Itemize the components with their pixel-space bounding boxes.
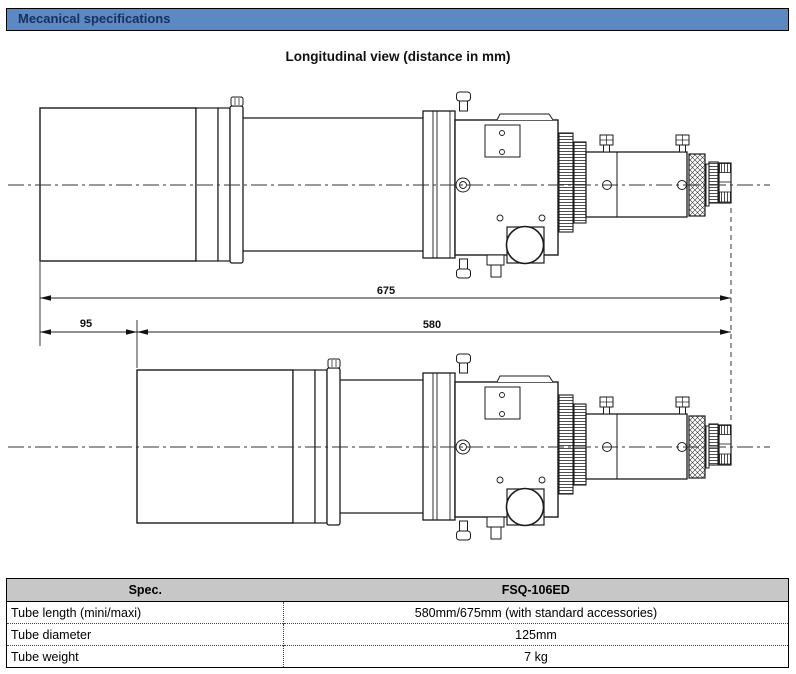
telescope-extended-view [8, 91, 770, 279]
spec-col-header: Spec. [6, 578, 284, 602]
table-row: Tube length (mini/maxi) 580mm/675mm (wit… [6, 601, 789, 624]
dim-label-dew-shield-travel: 95 [80, 318, 92, 330]
dim-label-total-length: 675 [377, 285, 395, 297]
diagram-title: Longitudinal view (distance in mm) [285, 49, 511, 64]
spec-table-container: Spec. FSQ-106ED Tube length (mini/maxi) … [6, 578, 789, 668]
spec-row-label: Tube weight [6, 645, 284, 668]
spec-row-label: Tube length (mini/maxi) [6, 601, 284, 624]
spec-row-label: Tube diameter [6, 623, 284, 646]
dimension-lines [39, 208, 732, 420]
spec-row-value: 580mm/675mm (with standard accessories) [414, 605, 658, 620]
section-header-bar: Mecanical specifications [6, 8, 789, 31]
table-row: Tube diameter 125mm [6, 623, 789, 646]
dim-label-retracted-length: 580 [423, 319, 441, 331]
telescope-retracted-view [8, 353, 770, 541]
spec-table-header-row: Spec. FSQ-106ED [6, 578, 789, 602]
telescope-drawings [8, 91, 770, 541]
spec-table: Spec. FSQ-106ED Tube length (mini/maxi) … [6, 578, 789, 668]
table-row: Tube weight 7 kg [6, 645, 789, 668]
spec-row-value: 125mm [283, 623, 789, 646]
model-col-header: FSQ-106ED [283, 578, 789, 602]
spec-row-value: 7 kg [283, 645, 789, 668]
section-title: Mecanical specifications [18, 11, 171, 26]
